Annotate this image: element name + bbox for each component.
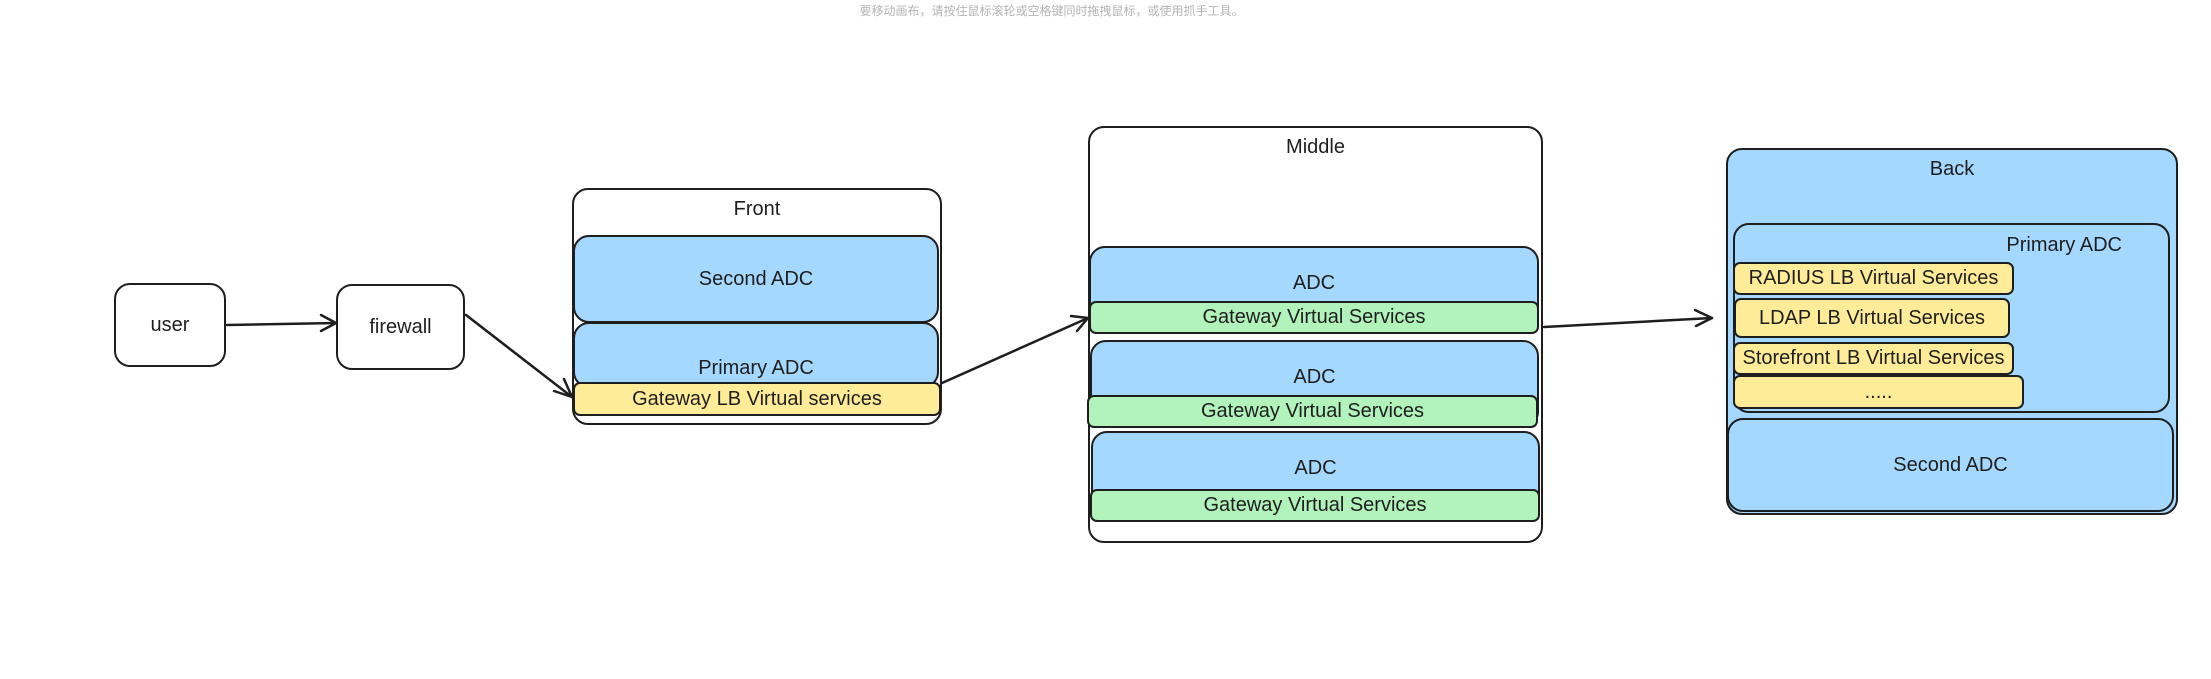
middle-gateway-virtual-services-3[interactable]: Gateway Virtual Services bbox=[1090, 489, 1540, 522]
front-gateway-lb-label: Gateway LB Virtual services bbox=[632, 387, 882, 410]
front-primary-adc-label: Primary ADC bbox=[698, 357, 814, 379]
user-node[interactable]: user bbox=[114, 283, 226, 367]
middle-gateway-1-label: Gateway Virtual Services bbox=[1202, 306, 1426, 328]
front-title: Front bbox=[733, 198, 781, 220]
front-second-adc[interactable]: Second ADC bbox=[573, 235, 939, 323]
back-second-adc[interactable]: Second ADC bbox=[1727, 418, 2174, 512]
ldap-lb-virtual-services[interactable]: LDAP LB Virtual Services bbox=[1734, 298, 2010, 338]
middle-title: Middle bbox=[1286, 136, 1345, 158]
user-label: user bbox=[150, 313, 190, 336]
storefront-lb-label: Storefront LB Virtual Services bbox=[1742, 347, 2005, 369]
middle-gateway-2-label: Gateway Virtual Services bbox=[1200, 400, 1425, 422]
back-title: Back bbox=[1929, 158, 1975, 180]
storefront-lb-virtual-services[interactable]: Storefront LB Virtual Services bbox=[1733, 342, 2014, 375]
arrow-firewall-to-front[interactable] bbox=[464, 313, 574, 399]
middle-gateway-virtual-services-1[interactable]: Gateway Virtual Services bbox=[1089, 301, 1539, 334]
back-second-adc-label: Second ADC bbox=[1893, 453, 2008, 476]
ldap-lb-label: LDAP LB Virtual Services bbox=[1758, 306, 1986, 329]
more-virtual-services[interactable]: ..... bbox=[1733, 375, 2024, 409]
arrow-front-to-middle[interactable] bbox=[940, 314, 1090, 385]
middle-adc-3-label: ADC bbox=[1294, 457, 1337, 479]
middle-gateway-virtual-services-2[interactable]: Gateway Virtual Services bbox=[1087, 395, 1538, 428]
front-gateway-lb-virtual-services[interactable]: Gateway LB Virtual services bbox=[573, 382, 941, 416]
firewall-node[interactable]: firewall bbox=[336, 284, 465, 370]
arrow-user-to-firewall[interactable] bbox=[225, 313, 338, 333]
arrow-middle-to-back[interactable] bbox=[1542, 308, 1714, 329]
middle-adc-2-label: ADC bbox=[1293, 366, 1336, 388]
radius-lb-label: RADIUS LB Virtual Services bbox=[1748, 267, 1999, 289]
firewall-label: firewall bbox=[369, 315, 432, 338]
middle-adc-1-label: ADC bbox=[1292, 272, 1336, 294]
canvas-hint-text: 要移动画布，请按住鼠标滚轮或空格键同时拖拽鼠标，或使用抓手工具。 bbox=[859, 4, 1244, 18]
middle-gateway-3-label: Gateway Virtual Services bbox=[1203, 494, 1427, 516]
front-primary-adc[interactable]: Primary ADC bbox=[573, 322, 939, 388]
radius-lb-virtual-services[interactable]: RADIUS LB Virtual Services bbox=[1733, 262, 2014, 295]
more-label: ..... bbox=[1864, 380, 1893, 403]
front-second-adc-label: Second ADC bbox=[698, 267, 814, 290]
back-primary-adc-label: Primary ADC bbox=[2006, 234, 2122, 256]
